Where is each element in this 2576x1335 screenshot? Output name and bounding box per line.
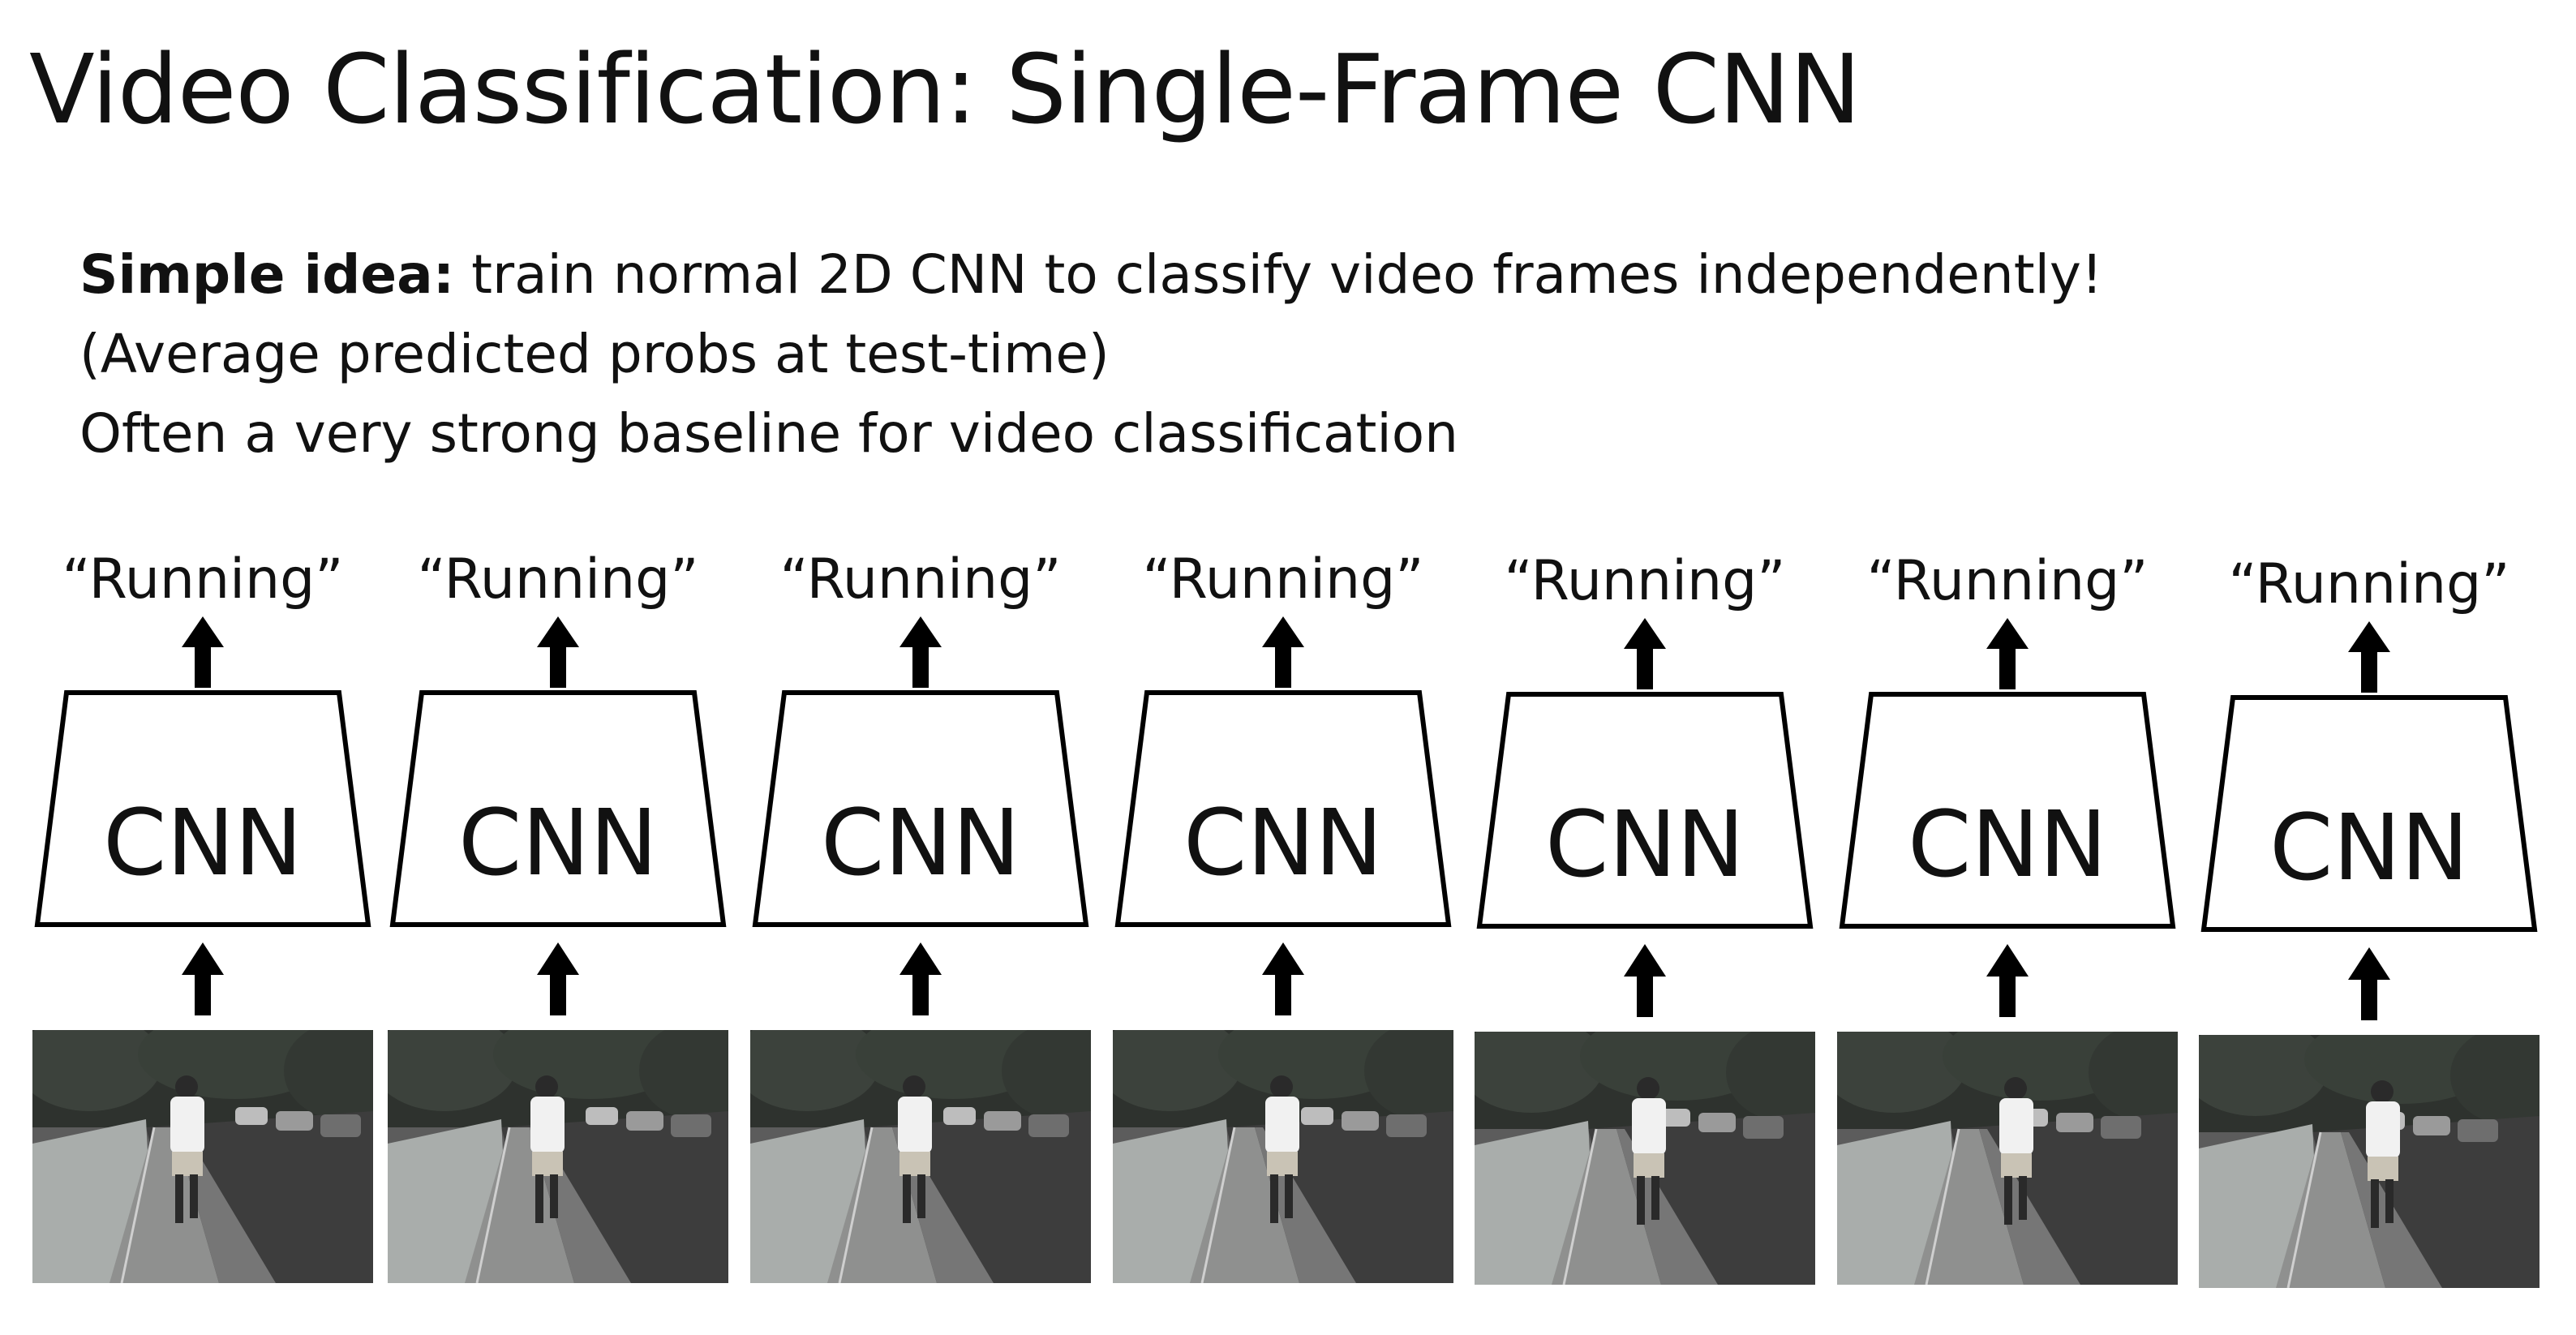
video-frame-image <box>1475 1032 1815 1285</box>
cnn-label: CNN <box>2269 796 2469 901</box>
cnn-box <box>1839 692 2176 929</box>
bullet-list: Simple idea: train normal 2D CNN to clas… <box>79 235 2102 474</box>
frame-column: “Running” CNN <box>1837 545 2178 1299</box>
cnn-label: CNN <box>103 791 303 896</box>
output-arrow-icon <box>182 616 224 688</box>
input-arrow-icon <box>537 942 579 1015</box>
cnn-diagram <box>389 616 727 1015</box>
prediction-label: “Running” <box>1504 549 1786 613</box>
video-frame-image <box>2199 1035 2540 1288</box>
video-frame-image <box>1837 1032 2178 1285</box>
bullet-emphasis: Simple idea: <box>79 243 455 306</box>
input-arrow-icon <box>2348 947 2390 1020</box>
prediction-label: “Running” <box>417 547 699 612</box>
prediction-label: “Running” <box>779 547 1062 612</box>
cnn-diagram <box>1839 618 2176 1017</box>
frame-column: “Running” CNN <box>32 543 373 1298</box>
cnn-box <box>1114 690 1452 927</box>
prediction-label: “Running” <box>1866 549 2149 613</box>
cnn-diagram <box>2200 621 2538 1020</box>
cnn-box <box>389 690 727 927</box>
cnn-box <box>1476 692 1814 929</box>
input-arrow-icon <box>899 942 942 1015</box>
video-frame-image <box>750 1030 1091 1283</box>
bullet-line-2: (Average predicted probs at test-time) <box>79 323 1110 385</box>
bullet-line-3: Often a very strong baseline for video c… <box>79 402 1458 465</box>
video-frame-image <box>388 1030 728 1283</box>
output-arrow-icon <box>537 616 579 688</box>
frame-column: “Running” CNN <box>1113 543 1453 1298</box>
input-arrow-icon <box>1624 944 1666 1017</box>
prediction-label: “Running” <box>62 547 344 612</box>
output-arrow-icon <box>1624 618 1666 689</box>
frame-column: “Running” CNN <box>1475 545 1815 1299</box>
video-frame-image <box>32 1030 373 1283</box>
output-arrow-icon <box>1262 616 1304 688</box>
cnn-diagram <box>1114 616 1452 1015</box>
bullet-line-1: Simple idea: train normal 2D CNN to clas… <box>79 235 2102 315</box>
cnn-diagram <box>752 616 1089 1015</box>
frame-column: “Running” CNN <box>388 543 728 1298</box>
bullet-line-1-text: train normal 2D CNN to classify video fr… <box>454 243 2103 306</box>
frame-column: “Running” CNN <box>2199 548 2540 1303</box>
input-arrow-icon <box>182 942 224 1015</box>
prediction-label: “Running” <box>2228 552 2510 616</box>
input-arrow-icon <box>1262 942 1304 1015</box>
frame-column: “Running” CNN <box>750 543 1091 1298</box>
output-arrow-icon <box>899 616 942 688</box>
cnn-diagram <box>1476 618 1814 1017</box>
cnn-box <box>752 690 1089 927</box>
cnn-diagram <box>34 616 371 1015</box>
output-arrow-icon <box>2348 621 2390 693</box>
video-frame-image <box>1113 1030 1453 1283</box>
cnn-label: CNN <box>1908 792 2107 898</box>
output-arrow-icon <box>1986 618 2029 689</box>
input-arrow-icon <box>1986 944 2029 1017</box>
cnn-box <box>34 690 371 927</box>
cnn-label: CNN <box>1545 792 1745 898</box>
cnn-label: CNN <box>1183 791 1383 896</box>
cnn-label: CNN <box>821 791 1020 896</box>
prediction-label: “Running” <box>1142 547 1424 612</box>
cnn-box <box>2200 695 2538 932</box>
slide-title: Video Classification: Single-Frame CNN <box>29 33 1861 145</box>
cnn-label: CNN <box>458 791 658 896</box>
